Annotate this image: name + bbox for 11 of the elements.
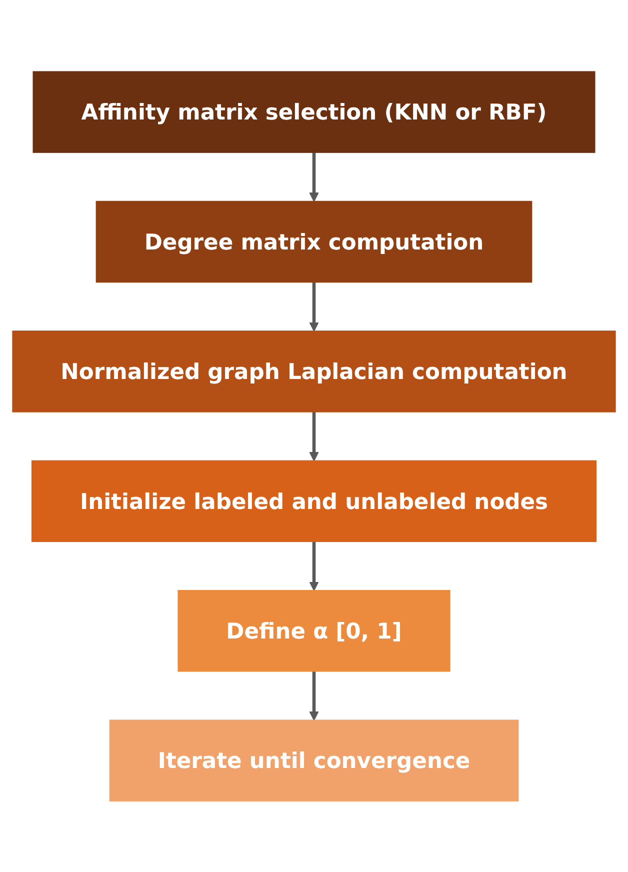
- arrow: [309, 282, 319, 332]
- arrow: [309, 411, 319, 461]
- process-box: Degree matrix computation: [96, 200, 532, 282]
- arrow: [309, 152, 319, 202]
- process-box: Define α [0, 1]: [178, 590, 450, 672]
- arrow: [309, 541, 319, 591]
- arrow: [309, 670, 319, 720]
- process-box: Affinity matrix selection (KNN or RBF): [32, 70, 596, 153]
- process-box: Iterate until convergence: [109, 719, 519, 802]
- process-box: Normalized graph Laplacian computation: [12, 330, 616, 412]
- process-box: Initialize labeled and unlabeled nodes: [31, 460, 597, 542]
